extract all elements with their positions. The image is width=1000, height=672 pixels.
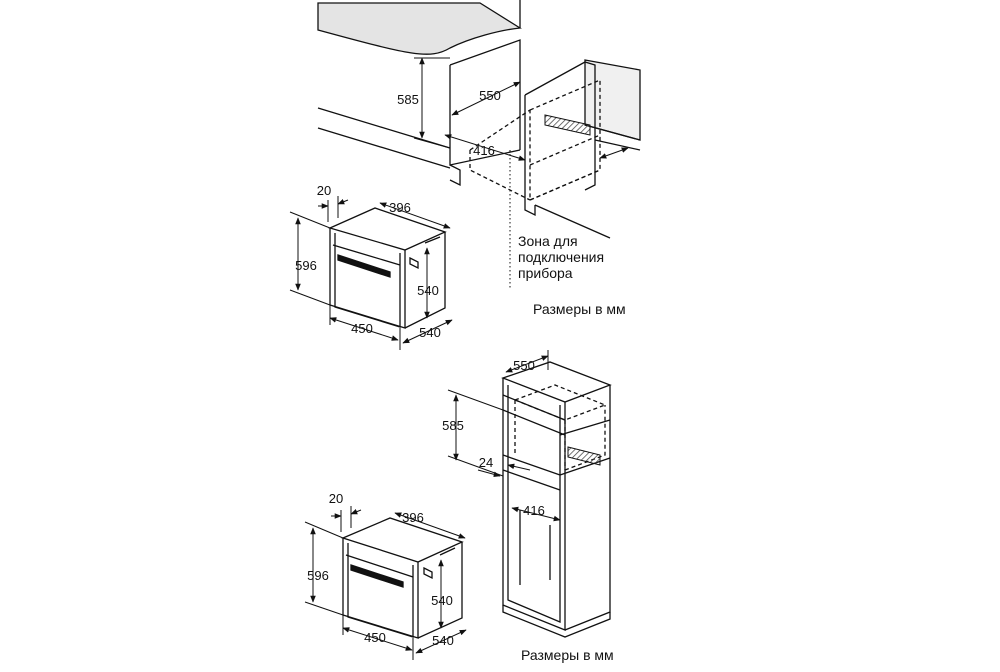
tall-connection-zone-hatch [567, 446, 601, 466]
units-note-top: Размеры в мм [533, 301, 626, 317]
tall-width-label: 416 [523, 503, 545, 518]
oven-top-body-width: 450 [351, 321, 373, 336]
cabinet-plinth [502, 605, 611, 638]
oven-bottom-handle [350, 564, 404, 588]
countertop [317, 2, 522, 55]
oven-bottom-body-height: 540 [431, 593, 453, 608]
connection-zone-line3: прибора [518, 265, 573, 281]
tall-cabinet [501, 361, 612, 638]
oven-top-body-height: 540 [417, 283, 439, 298]
oven-top-front-thickness: 20 [317, 183, 331, 198]
oven-bottom-front-thickness: 20 [329, 491, 343, 506]
oven-top [328, 207, 447, 329]
oven-bottom-total-depth: 540 [432, 633, 454, 648]
connection-zone-line1: Зона для [518, 233, 578, 249]
oven-bottom-body-depth: 396 [402, 510, 424, 525]
oven-top-total-depth: 540 [419, 325, 441, 340]
tall-cabinet-dimensions [447, 350, 561, 522]
undercounter-dimensions [413, 57, 526, 161]
connection-zone-line2: подключения [518, 249, 604, 265]
oven-top-body-depth: 396 [389, 200, 411, 215]
tall-depth-label: 550 [513, 358, 535, 373]
undercounter-height-label: 585 [397, 92, 419, 107]
connection-zone-hatch [544, 114, 591, 136]
undercounter-depth-label: 550 [479, 88, 501, 103]
tall-shelf-label: 24 [479, 455, 493, 470]
oven-top-handle [337, 254, 391, 278]
oven-bottom-total-height: 596 [307, 568, 329, 583]
undercounter-width-label: 416 [473, 143, 495, 158]
oven-top-total-height: 596 [295, 258, 317, 273]
oven-top-dimensions [289, 196, 453, 350]
oven-bottom [341, 517, 464, 639]
tall-height-label: 585 [442, 418, 464, 433]
oven-bottom-dimensions [304, 506, 467, 660]
units-note-bottom: Размеры в мм [521, 647, 614, 663]
wall-panel [584, 59, 641, 141]
oven-bottom-body-width: 450 [364, 630, 386, 645]
undercounter-installation [317, 0, 641, 290]
